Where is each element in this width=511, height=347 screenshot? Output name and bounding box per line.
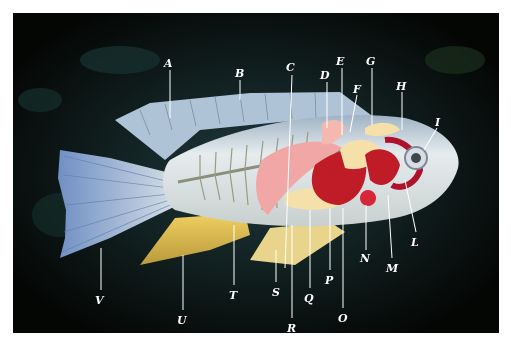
label-u: U xyxy=(177,314,188,327)
label-v: V xyxy=(95,294,105,307)
label-o: O xyxy=(338,312,348,325)
label-d: D xyxy=(319,69,330,82)
label-t: T xyxy=(229,289,238,302)
label-c: C xyxy=(286,61,295,74)
label-i: I xyxy=(434,116,441,129)
label-m: M xyxy=(385,262,399,275)
label-s: S xyxy=(272,286,280,299)
label-l: L xyxy=(410,236,419,249)
label-h: H xyxy=(395,80,407,93)
label-f: F xyxy=(352,83,362,96)
atrium xyxy=(360,190,376,206)
label-g: G xyxy=(366,55,375,68)
label-n: N xyxy=(359,252,371,265)
label-a: A xyxy=(163,57,173,70)
label-r: R xyxy=(286,322,296,335)
label-p: P xyxy=(324,274,334,287)
label-e: E xyxy=(335,55,345,68)
label-b: B xyxy=(234,67,244,80)
label-q: Q xyxy=(304,292,314,305)
